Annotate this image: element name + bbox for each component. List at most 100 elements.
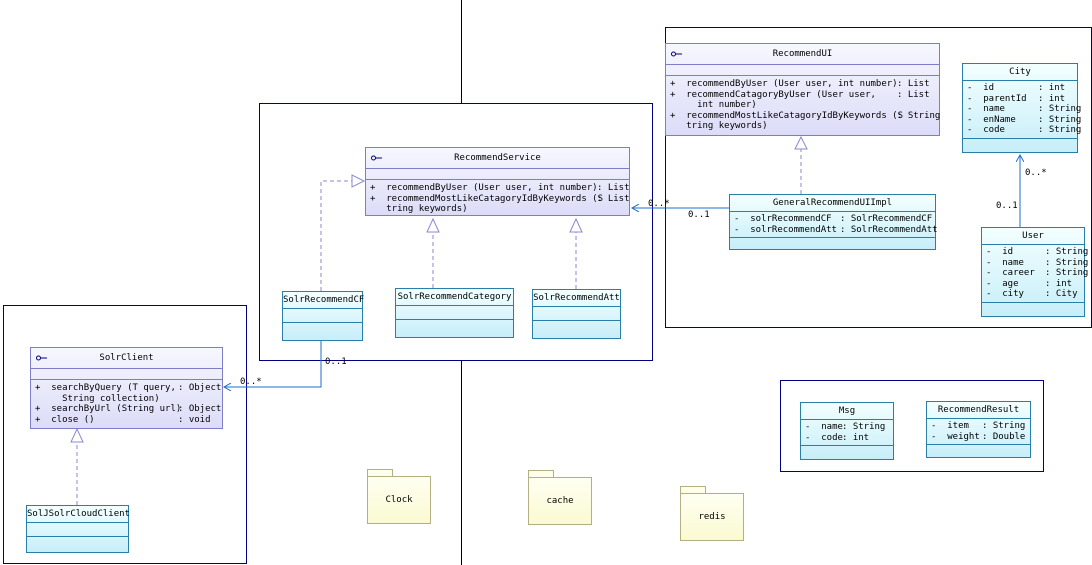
attribute-name: - parentId [967, 93, 1027, 104]
class-title: User [982, 228, 1084, 245]
divider-line-bottom [461, 361, 462, 565]
class-attributes: - id: String - name: String - career: St… [982, 245, 1088, 303]
frame-model-group [780, 380, 1044, 472]
attribute-name: - id [967, 83, 995, 93]
attribute-type: : int [1038, 83, 1066, 93]
package-label: Clock [367, 476, 431, 524]
class-attributes: - name: String - code: int [801, 420, 893, 447]
class-title: RecommendResult [927, 402, 1030, 419]
attribute-name: - name [805, 422, 843, 432]
divider-line-top [461, 0, 462, 104]
operation-return: : List [897, 79, 930, 89]
operation-signature: + recommendByUser (User user, int number… [670, 79, 898, 89]
operation-signature: + searchByQuery (T query, [35, 383, 176, 393]
recommend-result-class[interactable]: RecommendResult - item : String - weight:… [926, 401, 1031, 458]
multiplicity-label: 0..* [648, 199, 670, 209]
solr-recommend-cf-class[interactable]: SolrRecommendCF [282, 291, 364, 341]
package-label: redis [680, 493, 744, 541]
attribute-name: - age [986, 278, 1019, 289]
attribute-name: - career [986, 268, 1035, 279]
attribute-type: : SolrRecommendAtt [840, 224, 938, 235]
class-title: Msg [801, 403, 893, 420]
class-title: SolrRecommendCategory [396, 289, 513, 306]
msg-class[interactable]: Msg - name: String - code: int [800, 402, 894, 460]
class-attributes: - item : String - weight: Double [927, 419, 1030, 446]
package-clock[interactable]: Clock [367, 469, 431, 524]
operation-return: : List [897, 89, 930, 100]
attribute-type: : int [1038, 93, 1066, 104]
attribute-name: - weight [931, 431, 980, 442]
class-attributes [533, 307, 620, 321]
attribute-type: : int [842, 432, 870, 443]
class-attributes: - solrRecommendCF: SolrRecommendCF - sol… [730, 212, 938, 239]
interface-operations: + recommendByUser (User user, int number… [366, 180, 630, 215]
city-class[interactable]: City - id : int - parentId : int - name : S… [962, 63, 1082, 153]
multiplicity-label: 0..1 [996, 201, 1018, 211]
operation-signature: int number) [670, 100, 757, 110]
operation-return: : void [178, 414, 211, 425]
package-tab [680, 486, 706, 494]
realization-head-category [426, 217, 440, 233]
class-title: SolrRecommendCF [283, 292, 364, 309]
recommend-ui-interface[interactable]: RecommendUI + recommendByUser (User user… [665, 43, 940, 136]
class-operations [533, 321, 620, 334]
operation-signature: + recommendMostLikeCatagoryIdByKeywords … [370, 193, 603, 204]
interface-attribute-compartment [666, 65, 939, 76]
attribute-name: - item [931, 421, 969, 431]
attribute-type: : String [1045, 268, 1089, 279]
operation-signature: String collection) [35, 393, 160, 404]
class-title: City [963, 64, 1077, 81]
package-tab [367, 469, 393, 477]
attribute-name: - name [967, 104, 1005, 115]
class-title: GeneralRecommendUIImpl [730, 195, 935, 212]
operation-signature: tring keywords) [370, 204, 468, 214]
operation-signature: + recommendByUser (User user, int number… [370, 183, 598, 193]
class-attributes [27, 523, 128, 537]
multiplicity-label: 0..1 [325, 357, 347, 367]
interface-title: SolrClient [99, 353, 154, 363]
realization-cf-service [320, 180, 352, 291]
attribute-type: : String [1038, 104, 1082, 115]
class-attributes [396, 306, 513, 320]
solr-client-interface[interactable]: SolrClient + searchByQuery (T query,: Ob… [30, 347, 223, 429]
operation-signature: + searchByUrl (String url) [35, 404, 182, 414]
attribute-type: : String [1038, 125, 1082, 136]
package-redis[interactable]: redis [680, 486, 744, 541]
package-cache[interactable]: cache [528, 470, 592, 525]
attribute-type: : String [1038, 114, 1082, 125]
realization-head-cf [351, 174, 366, 188]
attribute-type: : Double [982, 431, 1026, 442]
solr-recommend-att-class[interactable]: SolrRecommendAtt [532, 289, 621, 339]
class-operations [27, 537, 128, 550]
attribute-type: : String [1045, 247, 1089, 257]
user-class[interactable]: User - id : String - name : String - caree… [981, 227, 1088, 317]
interface-attribute-compartment [31, 369, 222, 380]
operation-signature: tring keywords) [670, 121, 768, 131]
attribute-type: : int [1045, 278, 1073, 289]
interface-attribute-compartment [366, 169, 629, 180]
realization-head-client [70, 427, 84, 443]
attribute-name: - code [967, 125, 1005, 136]
attribute-name: - code [805, 432, 843, 443]
class-operations [396, 320, 513, 333]
multiplicity-label: 0..* [240, 377, 262, 387]
class-title: SolJSolrCloudClient [27, 506, 130, 523]
class-attributes [283, 309, 362, 323]
attribute-type: : City [1045, 289, 1078, 300]
attribute-type: : String [982, 421, 1026, 431]
class-title: SolrRecommendAtt [533, 290, 620, 307]
realization-head-att [569, 217, 583, 233]
interface-icon [671, 51, 682, 57]
class-operations [283, 323, 362, 336]
attribute-name: - id [986, 247, 1014, 257]
recommend-service-interface[interactable]: RecommendService + recommendByUser (User… [365, 147, 630, 216]
operation-return: : List [597, 183, 630, 193]
operation-return: : String [897, 110, 941, 121]
sol-j-solr-cloud-client-class[interactable]: SolJSolrCloudClient [26, 505, 130, 553]
general-recommend-ui-impl-class[interactable]: GeneralRecommendUIImpl - solrRecommendCF… [729, 194, 938, 250]
multiplicity-label: 0..* [1025, 168, 1047, 178]
attribute-name: - name [986, 257, 1024, 268]
operation-signature: + recommendMostLikeCatagoryIdByKeywords … [670, 110, 903, 121]
solr-recommend-category-class[interactable]: SolrRecommendCategory [395, 288, 514, 338]
